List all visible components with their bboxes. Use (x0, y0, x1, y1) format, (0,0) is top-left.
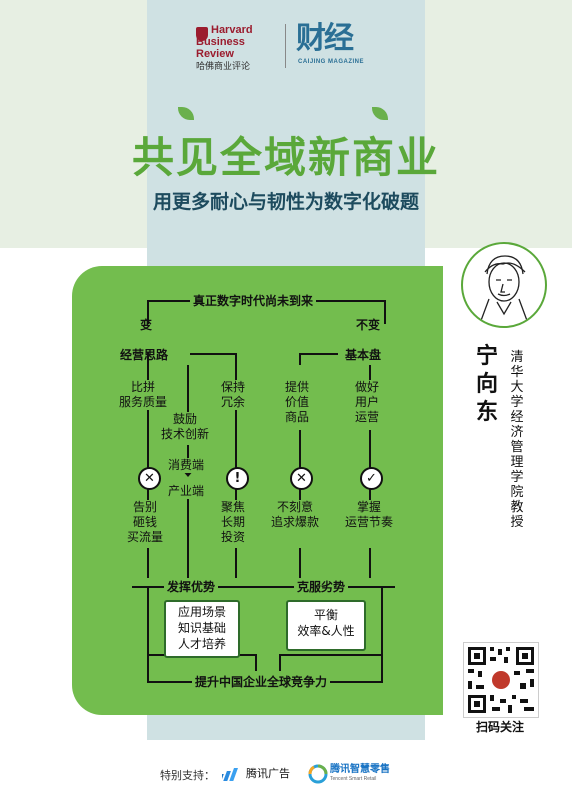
person-affiliation: 清华大学经济管理学院教授 (510, 350, 524, 530)
page-subtitle: 用更多耐心与韧性为数字化破题 (152, 191, 419, 213)
caijing-logo-subtitle: CAIJING MAGAZINE (298, 59, 365, 65)
x-mark-icon: ✕ (290, 467, 313, 490)
tencent-smart-retail-icon (308, 764, 328, 784)
tencent-ad-label: 腾讯广告 (246, 767, 290, 780)
leaf-icon (372, 107, 388, 120)
compete-label: 比拼 服务质量 (116, 380, 171, 410)
leaf-icon (178, 107, 194, 120)
footer (0, 740, 572, 800)
portrait-sketch-icon (478, 255, 530, 326)
advantage-label: 发挥优势 (164, 580, 219, 595)
do-well-label: 做好 用户 运营 (352, 380, 383, 425)
keep-label: 保持 冗余 (218, 380, 249, 410)
top-label: 真正数字时代尚未到来 (190, 294, 317, 309)
fundamentals-label: 基本盘 (345, 348, 382, 362)
overcome-label: 克服劣势 (294, 580, 349, 595)
page-title: 共见全域新商业 (131, 133, 440, 182)
bottom-label: 提升中国企业全球竞争力 (192, 675, 331, 690)
logo-divider (285, 24, 286, 68)
qr-caption: 扫码关注 (475, 720, 524, 734)
avatar (461, 242, 547, 328)
change-label: 变 (140, 318, 153, 332)
focus-label: 聚焦 长期 投资 (218, 500, 249, 545)
master-label: 掌握 运营节奏 (342, 500, 397, 530)
tencent-ad-logo-icon (222, 768, 238, 781)
caijing-logo: 财经 (296, 21, 354, 56)
no-change-label: 不变 (356, 318, 381, 332)
business-thinking-label: 经营思路 (120, 348, 169, 362)
exclamation-icon: ! (226, 467, 249, 490)
qr-code[interactable] (463, 642, 539, 718)
encourage-label: 鼓励 技术创新 (158, 412, 213, 442)
hbr-shield-icon (196, 27, 208, 41)
no-chase-label: 不刻意 追求爆款 (268, 500, 323, 530)
advantage-box: 应用场景 知识基础 人才培养 (164, 600, 240, 658)
support-label: 特别支持： (160, 769, 215, 782)
provide-label: 提供 价值 商品 (282, 380, 313, 425)
check-mark-icon: ✓ (360, 467, 383, 490)
consumer-label: 消费端 (165, 458, 208, 473)
overcome-box: 平衡 效率&人性 (286, 600, 366, 651)
bye-label: 告别 砸钱 买流量 (124, 500, 167, 545)
industry-label: 产业端 (165, 484, 208, 499)
person-name: 宁向东 (475, 344, 498, 425)
x-mark-icon: ✕ (138, 467, 161, 490)
